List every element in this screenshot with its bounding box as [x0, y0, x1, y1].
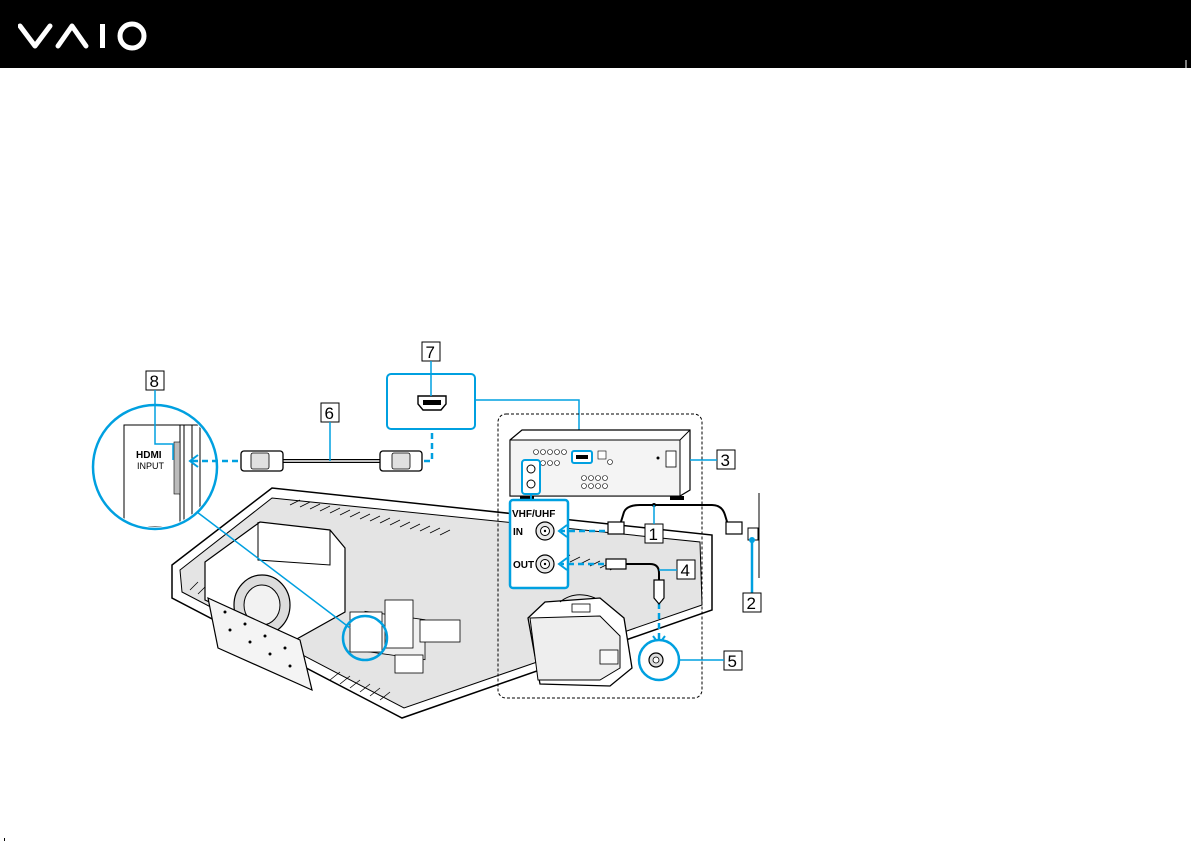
svg-text:3: 3	[721, 451, 730, 470]
out-label: OUT	[513, 560, 534, 571]
vhf-uhf-panel: VHF/UHF IN OUT	[510, 500, 568, 588]
callout-2: 2	[743, 593, 761, 613]
hdmi-cable	[241, 451, 422, 471]
in-label: IN	[513, 527, 523, 538]
hdmi-input-label: INPUT	[137, 461, 165, 471]
hdmi-logo-text: HDMI	[136, 450, 162, 461]
callout-6: 6	[321, 403, 339, 461]
svg-text:5: 5	[728, 652, 737, 671]
svg-text:6: 6	[325, 404, 334, 423]
computer-rear-illustration	[172, 488, 712, 718]
wall-antenna-socket	[748, 493, 759, 578]
svg-text:7: 7	[426, 343, 435, 362]
svg-text:2: 2	[747, 594, 756, 613]
svg-text:8: 8	[150, 372, 159, 391]
callout-3: 3	[690, 450, 735, 470]
svg-text:4: 4	[681, 561, 690, 580]
callout-1: 1	[645, 505, 663, 544]
svg-text:1: 1	[649, 525, 658, 544]
callout-5: 5	[679, 651, 742, 671]
receiver-device	[510, 430, 690, 500]
vhf-uhf-label: VHF/UHF	[512, 509, 555, 520]
